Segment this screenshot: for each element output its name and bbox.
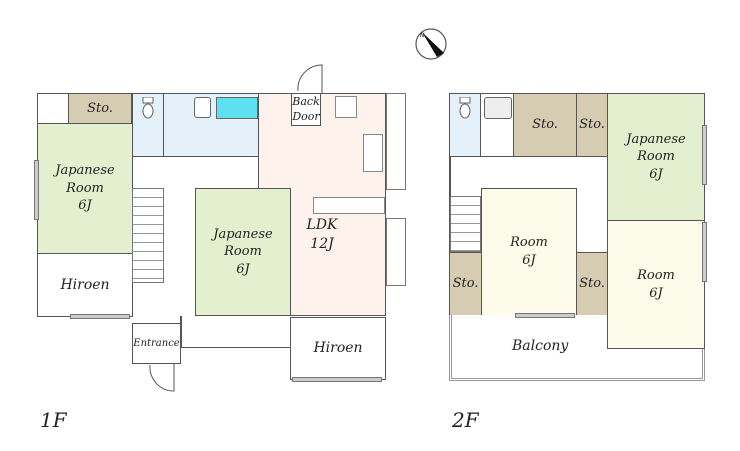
sink-icon: [194, 97, 211, 118]
floor1-hiroen-right: Hiroen: [290, 317, 386, 380]
floor2-storage-4: Sto.: [576, 252, 608, 316]
toilet-icon: [142, 97, 154, 119]
window: [292, 377, 382, 382]
floor1-nook: [37, 93, 69, 124]
floor1-stairs: [132, 188, 164, 283]
floor2-storage-2: Sto.: [576, 93, 608, 157]
window: [702, 222, 707, 282]
floor1-bathroom: [163, 93, 259, 157]
floor2-washroom: [480, 93, 514, 157]
floor2-storage-1: Sto.: [513, 93, 577, 157]
kitchen-sink-icon: [363, 134, 383, 172]
bathtub-icon: [216, 97, 258, 119]
svg-text:N: N: [420, 32, 425, 39]
toilet-icon: [459, 97, 471, 119]
floor2-label: 2F: [452, 408, 479, 432]
back-door-swing-icon: [297, 64, 323, 93]
floor1-storage: Sto.: [68, 93, 132, 124]
compass-north-icon: N: [415, 28, 447, 60]
floor2-stairs: [450, 196, 481, 252]
window: [70, 314, 130, 319]
floor1-entrance[interactable]: Entrance: [132, 323, 181, 364]
stove-icon: [335, 96, 357, 118]
floor2-room-right-lower: [607, 315, 705, 349]
window: [386, 93, 406, 190]
window: [386, 218, 406, 286]
window: [515, 313, 575, 318]
floor1-front-wall: [180, 316, 291, 348]
sink-icon: [484, 97, 512, 119]
window: [34, 160, 39, 220]
window: [702, 125, 707, 185]
floor1-toilet: [132, 93, 164, 157]
floor1-hiroen-left: Hiroen: [37, 253, 133, 317]
floor1-label: 1F: [40, 408, 67, 432]
floor2-storage-3: Sto.: [449, 252, 482, 316]
kitchen-counter: [313, 197, 385, 214]
floor2-toilet: [449, 93, 481, 157]
entrance-door-swing-icon: [149, 363, 175, 392]
